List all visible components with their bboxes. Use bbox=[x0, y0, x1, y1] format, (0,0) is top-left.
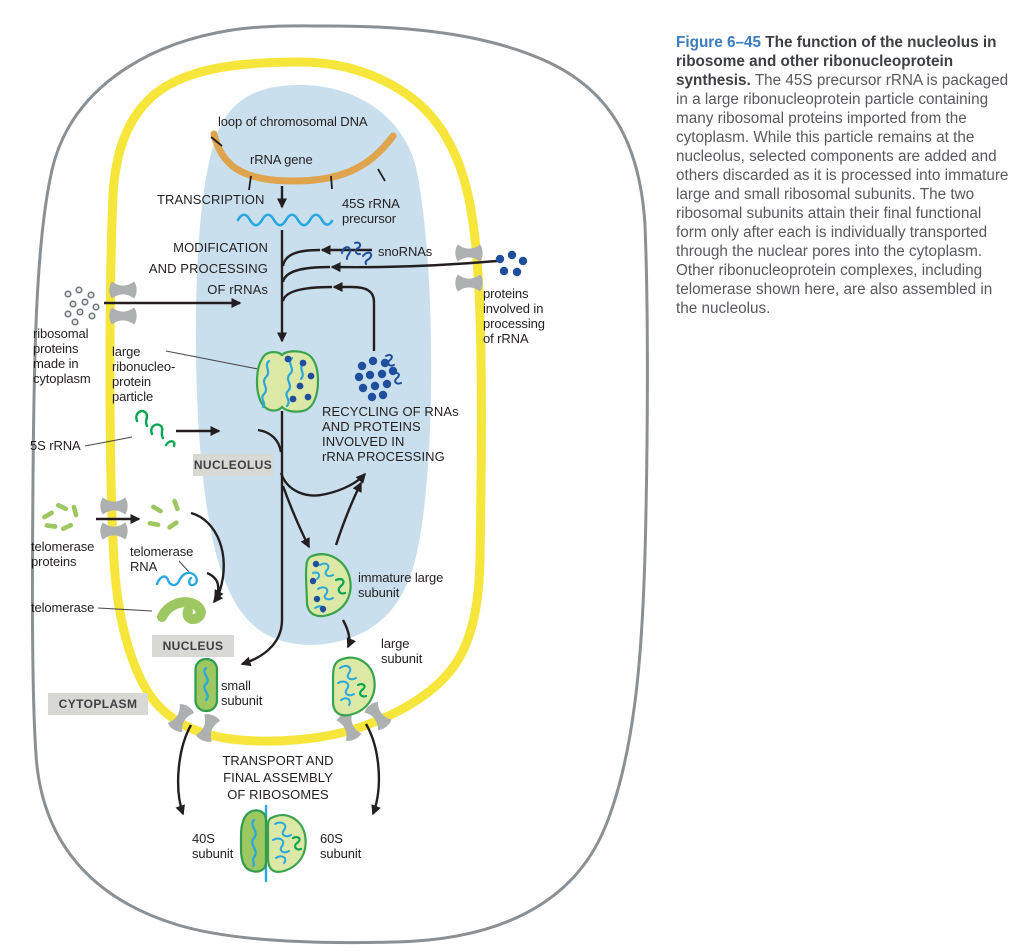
label-large-subunit: large subunit bbox=[381, 636, 423, 666]
processing-protein-dots bbox=[495, 250, 528, 277]
dna-loop bbox=[210, 130, 397, 191]
cytoplasm-box: CYTOPLASM bbox=[48, 693, 148, 715]
immature-large-subunit bbox=[304, 553, 352, 618]
nuclear-envelope bbox=[105, 57, 486, 746]
snorna-merge-curve bbox=[281, 248, 321, 267]
five-s-rrna-squiggles bbox=[135, 409, 176, 448]
immature-to-large-arrow bbox=[341, 619, 356, 649]
ribosome-40s bbox=[239, 809, 268, 873]
export-small-arrow bbox=[175, 724, 193, 816]
junction-to-recycling-arrow bbox=[279, 472, 366, 497]
label-immature-large: immature large subunit bbox=[358, 570, 444, 600]
snorna-squiggles bbox=[341, 241, 373, 265]
label-60s-subunit: 60S subunit bbox=[320, 831, 362, 861]
ribosomal-protein-dots bbox=[64, 286, 100, 326]
ribosome-60s bbox=[266, 814, 307, 873]
nucleus-box: NUCLEUS bbox=[152, 635, 234, 657]
junction-to-immature-arrow bbox=[281, 485, 311, 549]
nucleolus-box: NUCLEOLUS bbox=[193, 454, 273, 476]
label-40s-subunit: 40S subunit bbox=[192, 831, 234, 861]
label-5s-rrna: 5S rRNA bbox=[30, 438, 81, 453]
small-subunit-path-arrow bbox=[240, 411, 284, 667]
recycling-dots bbox=[354, 353, 402, 402]
figure-caption: Figure 6–45 The function of the nucleolu… bbox=[676, 33, 1012, 318]
label-telomerase: telomerase bbox=[31, 600, 95, 615]
assembled-ribosome bbox=[239, 804, 307, 883]
figure-number: Figure 6–45 bbox=[676, 34, 762, 51]
five-s-merge-curve bbox=[257, 428, 283, 453]
label-transcription: TRANSCRIPTION bbox=[157, 192, 265, 207]
rnp-particle bbox=[255, 350, 320, 413]
label-loop-dna: loop of chromosomal DNA bbox=[218, 114, 368, 129]
immature-to-recycling-arrow bbox=[334, 481, 363, 546]
label-rrna-gene: rRNA gene bbox=[250, 152, 313, 167]
label-processing-proteins: proteins involved in processing of rRNA bbox=[483, 286, 545, 346]
caption-title: The function of the nucleolus in ribosom… bbox=[676, 34, 997, 89]
label-transport: TRANSPORT AND FINAL ASSEMBLY OF RIBOSOME… bbox=[222, 753, 334, 802]
label-small-subunit: small subunit bbox=[221, 678, 263, 708]
rrna-precursor-wave bbox=[236, 213, 334, 227]
leader-lines bbox=[84, 350, 259, 612]
flow-arrows bbox=[96, 186, 498, 816]
telomerase-protein-rods bbox=[42, 498, 180, 532]
recycling-rna-squiggles bbox=[385, 353, 402, 385]
label-ribosomal-proteins: ribosomal proteins made in cytoplasm bbox=[33, 326, 91, 386]
recycling-merge-curve bbox=[281, 285, 333, 302]
large-subunit-shape bbox=[331, 656, 376, 717]
telomerase-assembly-inner-arrow bbox=[206, 571, 224, 601]
label-telomerase-rna: telomerase RNA bbox=[130, 544, 194, 574]
telomerase-rna-squiggle bbox=[155, 571, 198, 587]
telomerase-complex bbox=[157, 597, 206, 625]
label-45s-precursor: 45S rRNA precursor bbox=[342, 196, 400, 226]
gene-tick-marks bbox=[210, 136, 386, 191]
export-large-arrow bbox=[364, 723, 381, 816]
cell-membrane bbox=[30, 24, 649, 945]
label-large-rnp: large ribonucleo- protein particle bbox=[112, 344, 176, 404]
recycling-return-arrow bbox=[332, 282, 376, 351]
caption-body: The 45S precursor rRNA is packaged in a … bbox=[676, 72, 1009, 317]
small-subunit-shape bbox=[194, 657, 219, 713]
label-snornas: snoRNAs bbox=[378, 244, 433, 259]
label-recycling: RECYCLING OF RNAs AND PROTEINS INVOLVED … bbox=[322, 404, 459, 464]
proteins-merge-curve bbox=[281, 265, 331, 283]
label-telomerase-proteins: telomerase proteins bbox=[31, 539, 95, 569]
processing-proteins-arrow bbox=[330, 259, 498, 273]
label-modification: MODIFICATION AND PROCESSING OF rRNAs bbox=[148, 240, 268, 297]
